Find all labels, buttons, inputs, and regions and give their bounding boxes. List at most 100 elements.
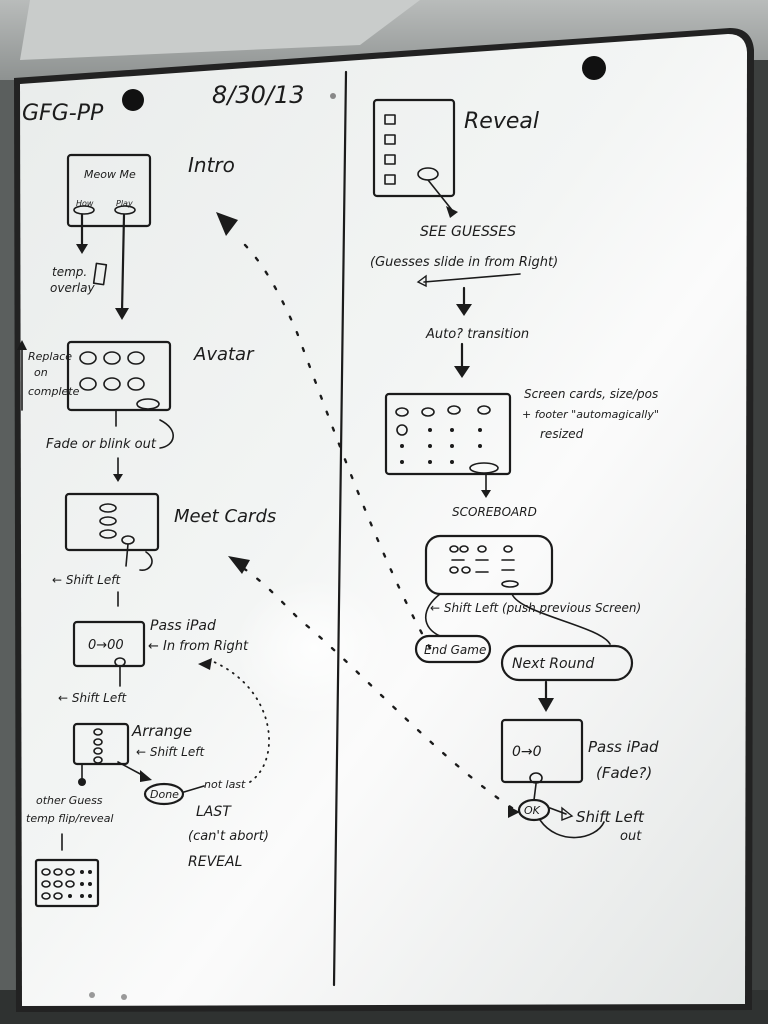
done-oval	[143, 782, 185, 806]
arrow-dot	[78, 778, 86, 786]
window-glare	[170, 480, 490, 760]
arrowhead	[198, 658, 212, 670]
arrowhead	[508, 806, 520, 818]
last-line3: REVEAL	[188, 854, 242, 870]
pass-ipad-label: Pass iPad	[150, 618, 216, 634]
auto-transition: Auto? transition	[425, 327, 529, 342]
pass-ipad-sub: ← In from Right	[148, 639, 249, 654]
arrowhead	[538, 698, 554, 712]
flow-arrow	[533, 783, 537, 801]
intro-how-button: How	[76, 199, 94, 208]
meet-cards-label: Meet Cards	[174, 506, 276, 527]
ok-label: OK	[524, 804, 541, 817]
end-game-label: End Game	[424, 643, 486, 657]
side-note-line1: Replace	[28, 350, 72, 363]
arrowhead	[115, 308, 129, 320]
not-last-arrow	[183, 785, 205, 793]
shift-left-out-line2: out	[620, 829, 642, 844]
arrowhead	[561, 806, 574, 822]
arrowhead	[481, 490, 491, 498]
flow-arrow	[427, 179, 453, 211]
reveal-screen	[372, 98, 456, 198]
arrange-label: Arrange	[131, 722, 192, 740]
flow-arrow	[125, 543, 129, 567]
overlay-card-sketch	[92, 262, 108, 286]
dashed-arrow-to-meet-cards	[238, 564, 514, 810]
overlay-note-line1: temp.	[52, 265, 87, 279]
pass-ipad-right-line1: Pass iPad	[588, 738, 659, 756]
ceiling-panel	[20, 0, 420, 60]
pass-ipad-right-screen-text: 0→0	[512, 744, 542, 760]
board-title: GFG-PP	[22, 101, 104, 126]
screw	[330, 93, 336, 99]
underline	[423, 273, 521, 283]
arrowhead	[446, 206, 458, 218]
arrowhead	[76, 244, 88, 254]
avatar-screen	[66, 340, 172, 412]
board-date: 8/30/13	[212, 81, 305, 109]
intro-play-button: Play	[116, 199, 133, 208]
flow-arrow	[120, 213, 126, 314]
screw	[89, 992, 95, 998]
pass-ipad-right-screen: 0→0	[500, 718, 584, 784]
last-line2: (can't abort)	[188, 829, 269, 844]
scoreboard-screen	[384, 392, 512, 476]
arrowhead	[17, 340, 27, 350]
next-round-pill	[500, 644, 634, 682]
branch-line	[511, 593, 611, 645]
flow-arrow	[117, 761, 145, 777]
reveal-grid-screen	[34, 858, 100, 908]
arrowhead	[140, 770, 152, 782]
guesses-slide: (Guesses slide in from Right)	[370, 255, 558, 270]
screen-cards-line1: Screen cards, size/pos	[524, 387, 658, 401]
shift-left-2: ← Shift Left	[58, 691, 127, 705]
side-note-line2: on	[34, 366, 48, 379]
overlay-note-line2: overlay	[50, 281, 95, 295]
magnet	[122, 89, 144, 111]
arrowhead	[416, 274, 427, 288]
other-guess-line2: temp flip/reveal	[26, 812, 114, 825]
loop-dotted	[213, 661, 270, 783]
done-label: Done	[150, 788, 179, 801]
avatar-label: Avatar	[193, 344, 255, 365]
loop-arrow	[139, 551, 153, 571]
reveal-label: Reveal	[464, 109, 539, 134]
screen-cards-line3: resized	[540, 427, 584, 441]
arrowhead	[113, 474, 123, 482]
other-guess-line1: other Guess	[36, 794, 103, 807]
ok-oval	[517, 798, 551, 822]
intro-screen-header: Meow Me	[84, 168, 136, 181]
arrowhead	[454, 366, 470, 378]
pass-ipad-screen-text: 0→00	[88, 638, 124, 653]
divider-line	[332, 70, 348, 987]
loop-arrow	[159, 419, 174, 449]
intro-label: Intro	[188, 153, 235, 177]
end-game-pill	[414, 634, 492, 664]
fade-note: Fade or blink out	[46, 437, 157, 452]
scoreboard-mini-screen	[424, 534, 554, 596]
last-line1: LAST	[196, 804, 232, 820]
arrowhead	[456, 304, 472, 316]
next-round-label: Next Round	[512, 656, 594, 672]
see-guesses: SEE GUESSES	[420, 224, 516, 240]
branch-line	[424, 593, 441, 637]
screen-cards-line2: + footer "automagically"	[522, 408, 659, 421]
meet-cards-screen	[64, 492, 160, 552]
magnet	[582, 56, 606, 80]
shift-left-out-line1: Shift Left	[576, 808, 645, 826]
arrowhead	[216, 212, 238, 236]
pass-ipad-right-line2: (Fade?)	[596, 764, 652, 782]
intro-screen: Meow Me How Play	[66, 153, 152, 228]
shift-left-1: ← Shift Left	[52, 573, 121, 587]
shift-left-push: ← Shift Left (push previous Screen)	[430, 601, 641, 615]
side-note-line3: complete	[28, 385, 80, 398]
arrowhead	[228, 556, 250, 574]
screw	[121, 994, 127, 1000]
arrange-screen	[72, 722, 130, 766]
not-last-note: not last	[204, 778, 246, 791]
pass-ipad-screen: 0→00	[72, 620, 146, 668]
arrange-sub: ← Shift Left	[136, 745, 205, 759]
ok-swoosh	[539, 819, 605, 839]
scoreboard-label: SCOREBOARD	[452, 505, 537, 519]
